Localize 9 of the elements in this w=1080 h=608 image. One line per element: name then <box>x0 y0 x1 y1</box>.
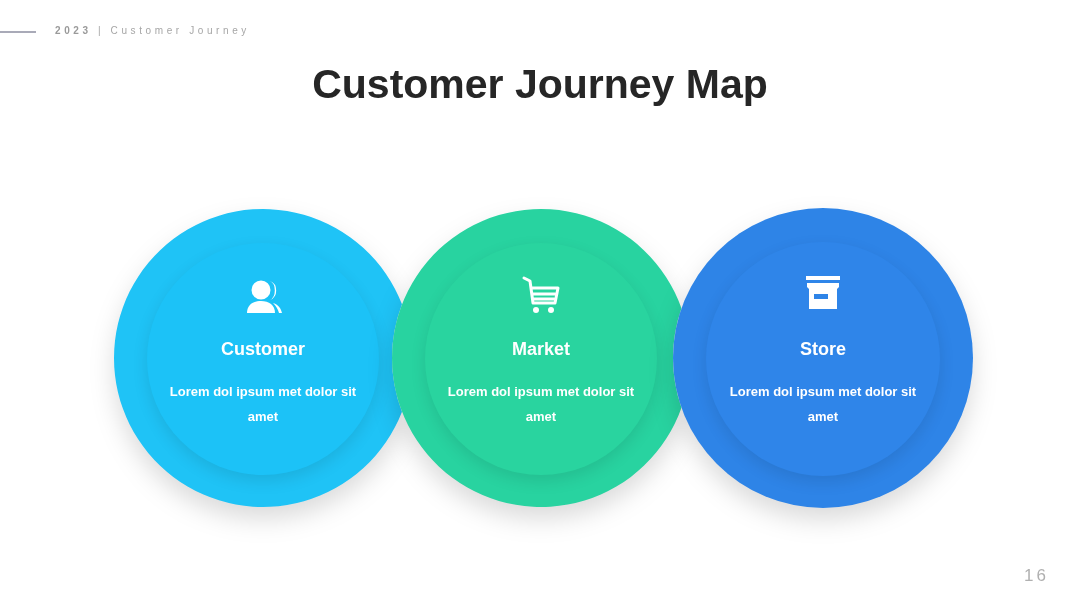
header-text: 2023 | Customer Journey <box>55 24 250 38</box>
circle-heading: Customer <box>220 338 306 360</box>
circle-description: Lorem dol ipsum met dolor sit amet <box>446 383 636 426</box>
circle-heading: Market <box>511 338 571 360</box>
circle-description: Lorem dol ipsum met dolor sit amet <box>168 383 358 426</box>
page-number: 16 <box>1024 565 1049 587</box>
slide-title: Customer Journey Map <box>311 60 769 109</box>
circle-heading: Store <box>799 338 847 360</box>
circle-description: Lorem dol ipsum met dolor sit amet <box>728 383 918 426</box>
